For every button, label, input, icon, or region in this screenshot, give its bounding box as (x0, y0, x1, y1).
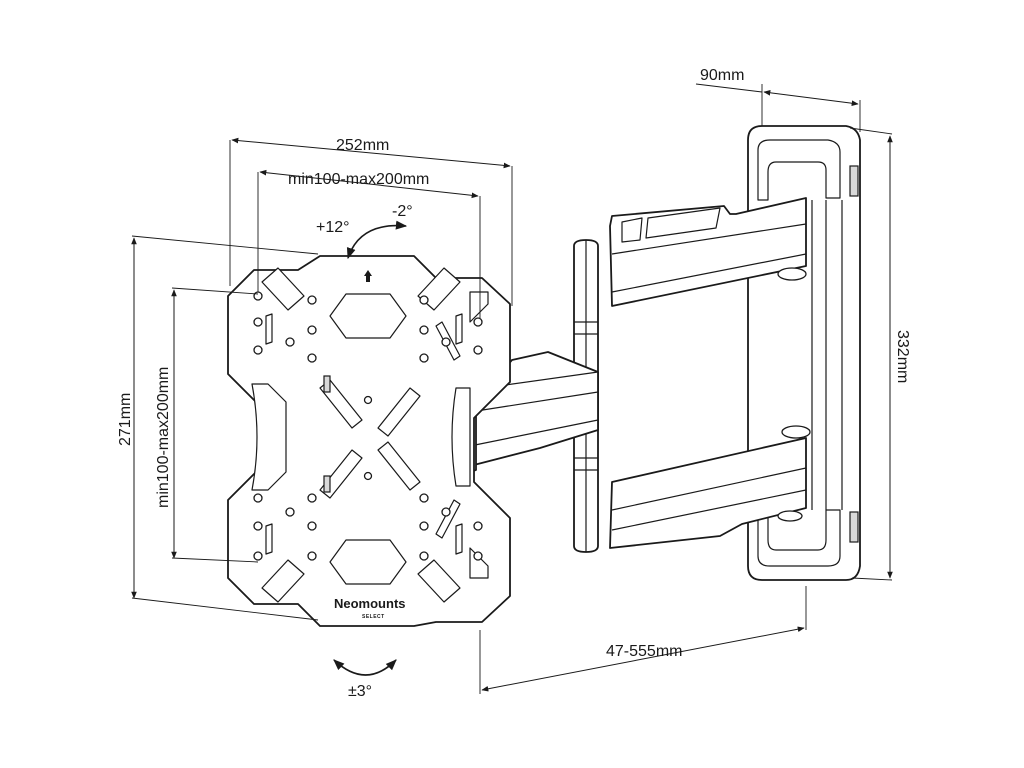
wall-plate-height-label: 332mm (894, 330, 911, 383)
dimension-plate-width: 252mm (229, 137, 513, 306)
rotation-indicator: ±3° (333, 659, 397, 700)
vesa-vertical-label: min100-max200mm (155, 367, 172, 508)
vesa-horizontal-label: min100-max200mm (288, 171, 429, 188)
plate-height-label: 271mm (117, 393, 134, 446)
dimension-extension-range: 47-555mm (479, 586, 807, 694)
dimension-wall-plate-depth: 90mm (695, 67, 861, 132)
wall-plate-depth-label: 90mm (700, 67, 744, 84)
tilt-indicator: +12° -2° (316, 203, 413, 260)
extension-range-label: 47-555mm (606, 643, 682, 660)
brand-sub-text: SELECT (362, 614, 385, 620)
vesa-plate: Neomounts SELECT (227, 255, 511, 627)
rotation-label: ±3° (348, 683, 372, 700)
tilt-down-label: -2° (392, 203, 413, 220)
dimension-vesa-vertical: min100-max200mm (155, 287, 259, 563)
brand-logo-text: Neomounts (334, 596, 406, 611)
dimension-vesa-horizontal: min100-max200mm (257, 169, 481, 318)
swing-arm-assembly (455, 197, 811, 553)
dimension-plate-height: 271mm (117, 235, 319, 621)
dimension-wall-plate-height: 332mm (849, 127, 911, 581)
up-arrow-icon (364, 270, 372, 282)
tilt-up-label: +12° (316, 219, 350, 236)
plate-width-label: 252mm (336, 137, 389, 154)
